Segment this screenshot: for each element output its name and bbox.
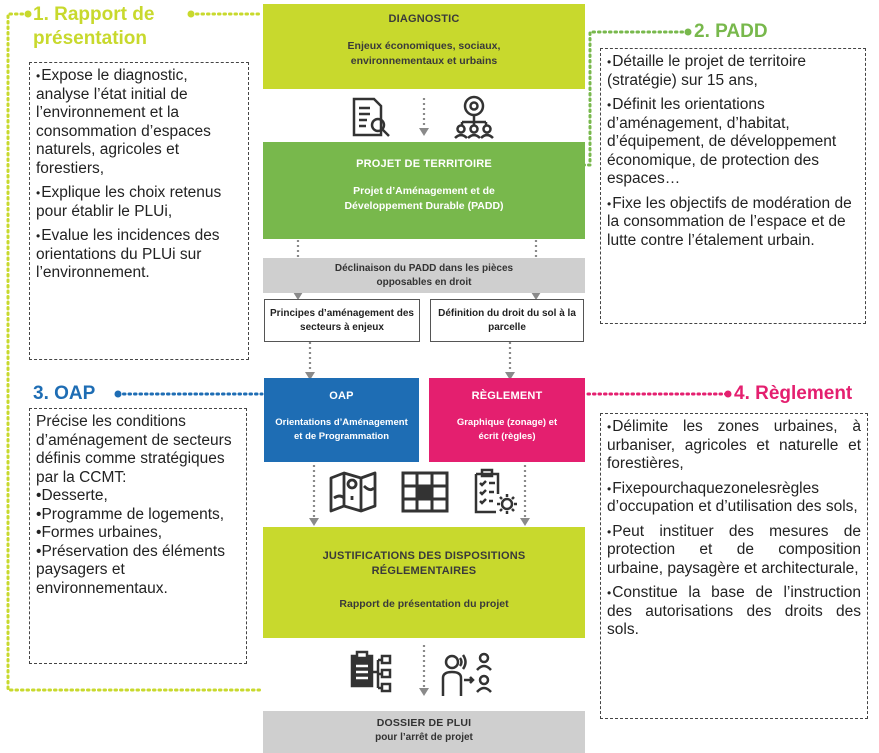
padd-item: Fixe les objectifs de modération de la c…: [607, 195, 859, 251]
diagnostic-text: Enjeux économiques, sociaux, environneme…: [347, 40, 501, 67]
oap-heading: 3. OAP: [33, 383, 96, 404]
rapport-item: Explique les choix retenus pour établir …: [36, 184, 242, 221]
diagnostic-box: DIAGNOSTIC Enjeux économiques, sociaux, …: [263, 4, 585, 89]
projet-territoire-box: PROJET DE TERRITOIRE Projet d’Aménagemen…: [263, 142, 585, 239]
document-search-icon: [352, 97, 390, 137]
diagnostic-title: DIAGNOSTIC: [388, 13, 460, 25]
padd-panel: Détaille le projet de territoire (straté…: [600, 48, 866, 324]
reglement-panel: Délimite les zones urbaines, à urbaniser…: [600, 413, 868, 719]
oap-item: Préservation des éléments paysagers et e…: [36, 543, 240, 599]
dossier-text: pour l’arrêt de projet: [375, 732, 473, 743]
oap-intro: Précise les conditions d’aménagement de …: [36, 413, 232, 486]
reglement-heading: 4. Règlement: [734, 383, 853, 404]
person-network-icon: [441, 652, 492, 696]
reglement-item: Fixepourchaquezonelesrègles d’occupation…: [607, 480, 861, 517]
oap-item: Programme de logements,: [36, 506, 240, 525]
map-icon: [329, 471, 377, 513]
reglement-item: Constitue la base de l’instruction des a…: [607, 584, 861, 640]
reglement-text: Graphique (zonage) et écrit (règles): [456, 417, 558, 442]
oap-title: OAP: [329, 390, 354, 402]
reglement-box: RÈGLEMENT Graphique (zonage) et écrit (r…: [429, 378, 585, 462]
padd-heading: 2. PADD: [694, 21, 768, 42]
principes-box: Principes d’aménagement des secteurs à e…: [264, 299, 420, 342]
reglement-title: RÈGLEMENT: [471, 390, 543, 402]
rapport-heading: 1. Rapport de présentation: [33, 4, 155, 49]
padd-item: Définit les orientations d’aménagement, …: [607, 96, 859, 189]
principes-text: Principes d’aménagement des secteurs à e…: [270, 307, 414, 333]
document-tree-icon: [350, 650, 392, 693]
oap-box: OAP Orientations d’Aménagement et de Pro…: [264, 378, 419, 462]
declinaison-text: Déclinaison du PADD dans les pièces oppo…: [334, 262, 514, 288]
rapport-item: Evalue les incidences des orientations d…: [36, 227, 242, 283]
reglement-item: Peut instituer des mesures de protection…: [607, 523, 861, 579]
checklist-gear-icon: [474, 468, 517, 514]
declinaison-box: Déclinaison du PADD dans les pièces oppo…: [263, 258, 585, 293]
rapport-panel: Expose le diagnostic, analyse l’état ini…: [29, 62, 249, 360]
projet-text: Projet d’Aménagement et de Développement…: [344, 185, 504, 212]
justifications-title: JUSTIFICATIONS DES DISPOSITIONS RÉGLEMEN…: [322, 550, 526, 577]
padd-item: Détaille le projet de territoire (straté…: [607, 53, 859, 90]
reglement-item: Délimite les zones urbaines, à urbaniser…: [607, 418, 861, 474]
grid-plan-icon: [401, 471, 449, 513]
justifications-text: Rapport de présentation du projet: [339, 598, 509, 610]
oap-item: Desserte,: [36, 487, 240, 506]
definition-text: Définition du droit du sol à la parcelle: [438, 307, 576, 333]
rapport-item: Expose le diagnostic, analyse l’état ini…: [36, 67, 242, 178]
projet-title: PROJET DE TERRITOIRE: [356, 158, 492, 170]
oap-panel: Précise les conditions d’aménagement de …: [29, 408, 247, 664]
dossier-title: DOSSIER DE PLUI: [376, 717, 472, 729]
definition-box: Définition du droit du sol à la parcelle: [430, 299, 584, 342]
people-network-icon: [454, 95, 494, 139]
oap-item: Formes urbaines,: [36, 524, 240, 543]
justifications-box: JUSTIFICATIONS DES DISPOSITIONS RÉGLEMEN…: [263, 527, 585, 638]
dossier-box: DOSSIER DE PLUI pour l’arrêt de projet: [263, 711, 585, 753]
oap-text: Orientations d’Aménagement et de Program…: [275, 417, 408, 442]
